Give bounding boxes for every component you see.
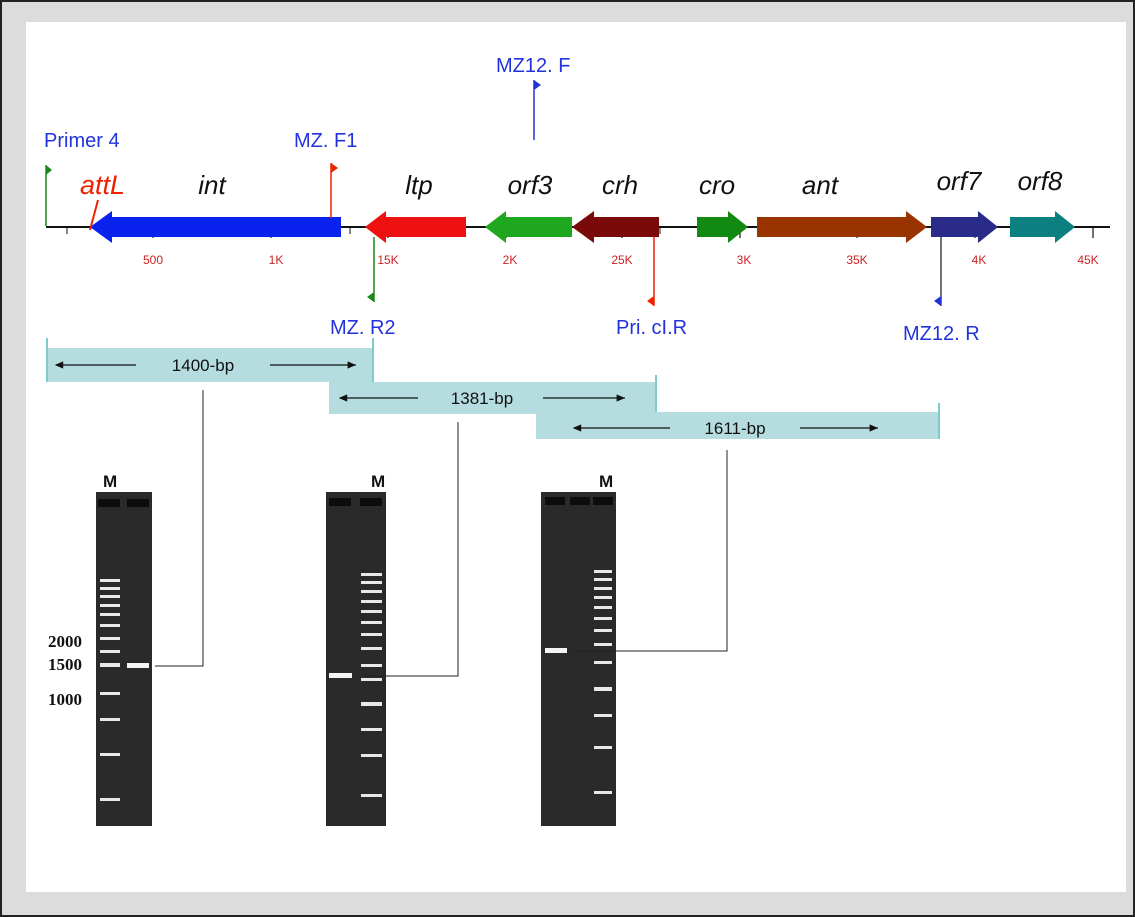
tick-label: 4K xyxy=(972,253,987,267)
gene-orf7-arrow xyxy=(931,211,998,243)
gel-3-ladder-bands xyxy=(594,570,612,794)
gene-orf3-arrow xyxy=(485,211,572,243)
gene-ant-arrow xyxy=(757,211,927,243)
primer-label-mz12-f: MZ12. F xyxy=(496,55,570,77)
ladder-size-2000: 2000 xyxy=(48,632,82,651)
ladder-size-1500: 1500 xyxy=(48,655,82,674)
gene-label-crh: crh xyxy=(602,170,638,200)
gene-cro-arrow xyxy=(697,211,748,243)
amplicon-1400: 1400-bp xyxy=(46,338,374,382)
tick-label: 15K xyxy=(377,253,398,267)
gene-label-orf3: orf3 xyxy=(508,170,553,200)
gel-2-sample-band xyxy=(329,673,352,678)
connector-1381 xyxy=(364,422,459,677)
amplicon-1611: 1611-bp xyxy=(536,403,940,439)
gene-orf8-arrow xyxy=(1010,211,1075,243)
attl-label: attL xyxy=(80,170,125,200)
gel-1 xyxy=(96,492,152,826)
gene-label-orf7: orf7 xyxy=(937,166,983,196)
connector-1400 xyxy=(155,390,204,667)
gel-2-marker-label: M xyxy=(371,472,385,491)
tick-label: 1K xyxy=(269,253,284,267)
primer-label-primer4: Primer 4 xyxy=(44,130,120,152)
tick-label: 35K xyxy=(846,253,867,267)
connector-1611 xyxy=(572,450,728,652)
primer-mz-f1 xyxy=(330,163,338,218)
gel-1-ladder-bands xyxy=(100,579,120,801)
amplicon-label-1400: 1400-bp xyxy=(172,356,234,375)
primer-pri-clr xyxy=(647,237,655,306)
tick-label: 25K xyxy=(611,253,632,267)
gel-3-sample-band xyxy=(545,648,567,653)
attl-site-marker xyxy=(89,199,99,231)
gene-label-int: int xyxy=(198,170,227,200)
ladder-size-1000: 1000 xyxy=(48,690,82,709)
tick-label: 45K xyxy=(1077,253,1098,267)
amplicon-1381: 1381-bp xyxy=(329,375,657,414)
primer-mz-r2 xyxy=(367,237,375,302)
gel-3 xyxy=(541,492,616,826)
gel-2-ladder-bands xyxy=(361,573,382,797)
tick-label: 3K xyxy=(737,253,752,267)
primer-label-mz12-r: MZ12. R xyxy=(903,323,980,345)
gene-label-ltp: ltp xyxy=(405,170,432,200)
primer-label-mz-r2: MZ. R2 xyxy=(330,317,396,339)
gene-ltp-arrow xyxy=(365,211,466,243)
gene-crh-arrow xyxy=(572,211,659,243)
tick-label: 2K xyxy=(503,253,518,267)
gel-1-marker-label: M xyxy=(103,472,117,491)
amplicon-label-1381: 1381-bp xyxy=(451,389,513,408)
primer-primer4 xyxy=(45,165,52,226)
primer-mz12-r xyxy=(934,237,942,306)
gel-3-marker-label: M xyxy=(599,472,613,491)
gene-label-ant: ant xyxy=(802,170,840,200)
gel-1-sample-band xyxy=(127,663,149,668)
amplicon-label-1611: 1611-bp xyxy=(704,419,765,438)
gene-label-orf8: orf8 xyxy=(1018,166,1063,196)
gene-int-arrow xyxy=(90,211,341,243)
gel-2 xyxy=(326,492,386,826)
primer-label-pri-clr: Pri. cI.R xyxy=(616,317,687,339)
tick-label: 500 xyxy=(143,253,163,267)
primer-label-mz-f1: MZ. F1 xyxy=(294,130,357,152)
primer-mz12-f xyxy=(533,80,541,140)
gene-label-cro: cro xyxy=(699,170,735,200)
